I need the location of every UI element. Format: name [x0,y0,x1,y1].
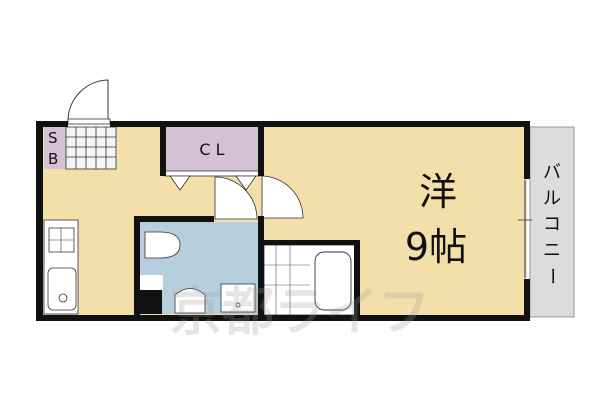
entrance-tile-grid [65,126,117,170]
svg-text:ル: ル [543,188,561,209]
room-size-label: 9帖 [405,225,467,269]
balcony-label: バ ル コ ニ ー [541,162,562,285]
toilet-icon [144,231,181,259]
closet-door-icon [235,175,257,191]
room-type-label: 洋 [419,170,457,214]
walls [36,121,530,321]
watermark: 京都ライフ [170,283,430,343]
entrance-door-icon [67,79,109,122]
bathtub-icon [314,251,352,311]
shoe-box-label-s: S [48,129,58,147]
sink-icon [47,267,77,311]
shoe-box-label-b: B [48,150,58,168]
washbasin-icon [174,288,206,314]
closet-area [165,127,260,171]
closet-door-icon [169,175,191,191]
room-door-icon [261,175,304,219]
svg-text:ー: ー [541,267,562,285]
washroom-door-icon [214,176,258,220]
shoe-box-area [44,127,66,169]
svg-text:バ: バ [543,162,561,183]
svg-text:ニ: ニ [543,240,561,261]
svg-text:コ: コ [543,214,561,235]
closet-label: C L [199,140,224,159]
balcony-area [529,126,575,318]
